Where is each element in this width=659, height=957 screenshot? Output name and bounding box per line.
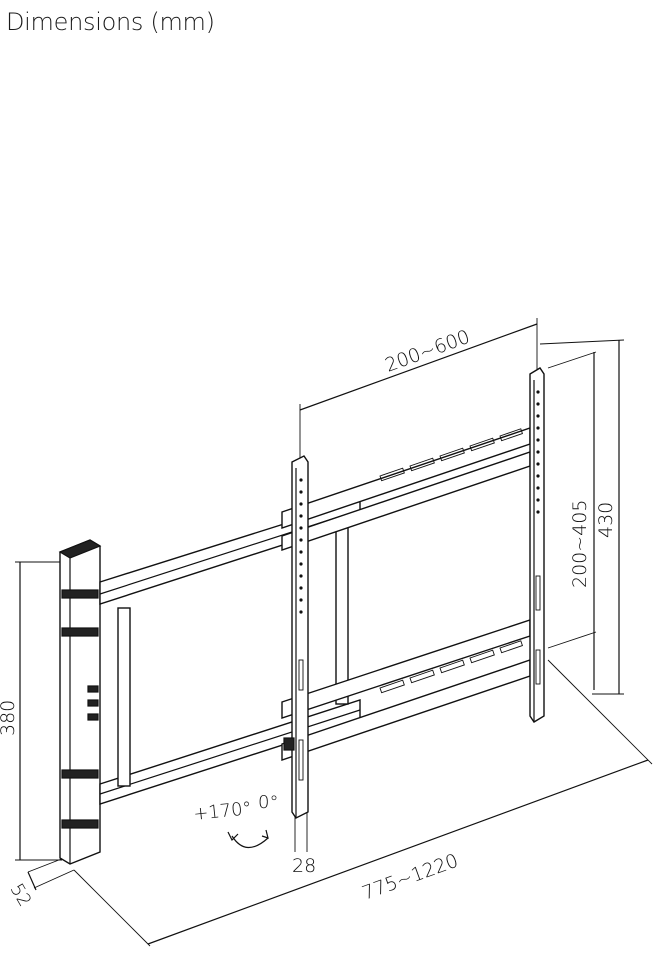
extension-arms [99,499,361,805]
dimension-wall-plate: 380 [0,561,62,861]
label-height-total: 430 [595,502,617,538]
label-vesa-horizontal: 200~600 [382,326,473,377]
label-wall-plate-height: 380 [0,700,19,736]
wall-plate [58,539,102,865]
rotation-arrow-icon [231,835,269,849]
label-vesa-vertical: 200~405 [569,500,591,588]
label-rail-thickness: 28 [292,855,316,877]
label-zero-angle: 0° [258,792,278,813]
vertical-bracket-left [283,455,309,819]
dimension-vertical: 200~405 430 [539,339,625,695]
rotation-annotation: +170° 0° [192,792,278,849]
label-extension: 775~1220 [359,850,461,905]
vertical-bracket-right [529,367,545,723]
diagram-title: Dimensions (mm) [6,8,215,36]
label-swivel-angle: +170° [192,798,252,825]
label-depth: 52 [6,880,36,910]
dimension-extension: 775~1220 [73,659,653,947]
dimension-rail-thickness: 28 [292,808,316,877]
horizontal-rails [281,427,531,761]
dimension-depth: 52 [6,857,75,910]
